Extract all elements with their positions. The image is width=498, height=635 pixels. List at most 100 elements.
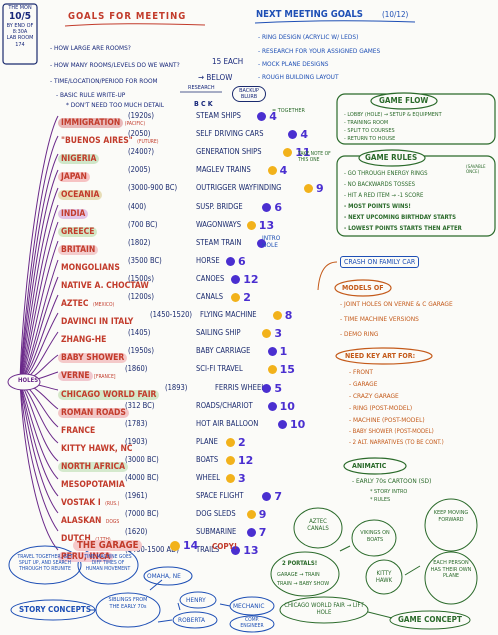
room-number: 6 xyxy=(274,200,283,214)
room-place: FRANCE xyxy=(61,425,96,436)
animatic-title: ANIMATIC xyxy=(352,462,387,470)
room-era: (3000-900 BC) xyxy=(128,183,178,193)
room-place: NORTH AFRICA xyxy=(58,461,129,472)
room-era: (3000 BC) xyxy=(125,454,159,464)
room-place: AZTEC xyxy=(61,299,89,309)
key-art-1: - FRONT xyxy=(349,368,373,376)
concept-bubble-6: TRAIN → BABY SHOW xyxy=(277,581,330,587)
room-era: (1903) xyxy=(125,436,148,446)
date-label: THE MON xyxy=(8,5,32,11)
room-era: (1620) xyxy=(125,527,148,537)
room-era: (1961) xyxy=(125,491,148,501)
room-marker-dot xyxy=(246,510,256,520)
room-marker-dot xyxy=(267,166,277,176)
key-art-2: - GARAGE xyxy=(349,380,378,388)
models-title: MODELS OF xyxy=(342,284,384,292)
room-era: (1893) xyxy=(165,382,188,392)
room-theme: FLYING MACHINE xyxy=(200,310,257,320)
room-row: INDIA xyxy=(58,201,89,220)
garage-dot xyxy=(170,541,180,551)
room-number: 7 xyxy=(274,490,283,504)
room-marker-dot xyxy=(257,238,267,248)
next-goals-date: (10/12) xyxy=(382,10,409,19)
animatic-item-2: * STORY INTRO xyxy=(370,489,408,495)
goal-bullet-1: - HOW LARGE ARE ROOMS? xyxy=(50,44,131,52)
story-bubble-7: ROBERTA xyxy=(178,616,206,624)
room-era: (4000 BC) xyxy=(125,473,159,482)
room-sub: (PACIFIC) xyxy=(123,121,146,127)
room-theme: WAGONWAYS xyxy=(196,219,242,229)
key-art-title: NEED KEY ART FOR: xyxy=(345,352,416,360)
model-item-3: - DEMO RING xyxy=(340,330,379,338)
room-marker-dot xyxy=(226,455,235,465)
room-place: BABY SHOWER xyxy=(58,353,128,364)
bck-label: B C K xyxy=(194,100,213,108)
room-number: 4 xyxy=(279,164,288,178)
take-note-note: TAKE NOTE OF THIS ONE xyxy=(298,151,331,163)
key-art-4: - RING (POST-MODEL) xyxy=(349,404,413,412)
intro-hole-note: INTRO HOLE xyxy=(262,234,281,250)
room-number: 4 xyxy=(269,110,277,123)
room-era: (1802) xyxy=(128,237,151,247)
room-number: 7 xyxy=(258,526,267,540)
room-number: 9 xyxy=(316,182,324,196)
room-theme: SAILING SHIP xyxy=(196,328,241,338)
room-row: CHICAGO WORLD FAIR xyxy=(58,382,160,401)
goal-bullet-2: - HOW MANY ROOMS/LEVELS DO WE WANT? xyxy=(50,61,180,69)
concept-bubble-5: GARAGE → TRAIN xyxy=(277,572,320,578)
room-row: NIGERIA xyxy=(58,146,100,165)
concept-bubble-4: 2 PORTALS! xyxy=(282,560,318,567)
room-place: VOSTAK I xyxy=(61,498,101,509)
room-theme: SELF DRIVING CARS xyxy=(196,129,264,139)
room-row: AZTEC (MEXICO) xyxy=(58,291,114,310)
room-row: OCEANIA xyxy=(58,182,103,201)
room-row: DAVINCI IN ITALY xyxy=(58,309,136,328)
room-row: VERNE [FRANCE] xyxy=(58,363,116,382)
room-marker-dot xyxy=(283,148,293,158)
room-place: OCEANIA xyxy=(58,190,103,201)
animatic-item-3: * RULES xyxy=(370,497,391,503)
garage-number: 14 xyxy=(183,539,199,552)
room-place: "BUENOS AIRES" xyxy=(61,136,133,147)
room-number: 2 xyxy=(243,291,251,304)
below-text: BELOW xyxy=(206,73,233,82)
room-theme: WHEEL xyxy=(196,473,221,482)
rooms-answer: 15 EACH xyxy=(212,57,244,66)
room-row: NATIVE A. CHOCTAW xyxy=(58,273,152,292)
room-row: ZHANG-HE xyxy=(58,327,109,346)
story-bubble-8: COMP. ENGINEER xyxy=(240,617,264,629)
room-era: (1950s) xyxy=(128,346,154,356)
room-theme: TRAILS xyxy=(196,545,220,555)
story-bubble-1: TRAVEL TOGETHER, GET SPLIT UP, AND SEARC… xyxy=(17,554,73,572)
room-place: MESOPOTAMIA xyxy=(61,480,125,490)
room-number: 15 xyxy=(279,363,295,377)
crash-note: CRASH ON FAMILY CAR xyxy=(340,256,420,268)
room-row: PERU, INCA xyxy=(58,544,114,563)
room-row: NORTH AFRICA xyxy=(58,454,129,473)
room-era: (2050) xyxy=(128,129,151,139)
room-row: KITTY HAWK, NC xyxy=(58,436,135,455)
room-marker-dot xyxy=(246,528,256,538)
game-rules-title: GAME RULES xyxy=(365,153,418,162)
room-marker-dot xyxy=(226,256,235,266)
room-era: (1450-1520) xyxy=(150,310,193,320)
room-row: IMMIGRATION (PACIFIC) xyxy=(58,110,145,129)
room-row: FRANCE xyxy=(58,418,98,437)
room-era: (7000 BC) xyxy=(125,509,159,519)
key-art-3: - CRAZY GARAGE xyxy=(349,392,399,400)
room-theme: OUTRIGGER WAYFINDING xyxy=(196,183,282,193)
concept-bubble-3: KEEP MOVING FORWARD xyxy=(433,510,469,523)
goal-bullet-5: * DON'T NEED TOO MUCH DETAIL xyxy=(66,101,164,109)
model-item-2: - TIME MACHINE VERSIONS xyxy=(340,315,419,323)
room-sub: [FRANCE] xyxy=(92,374,116,381)
backup-blurb: BACKUP BLURB xyxy=(232,86,266,102)
room-number: 13 xyxy=(243,544,259,558)
room-number: 6 xyxy=(238,254,246,268)
date-by-end: BY END OF xyxy=(6,22,34,29)
room-row: JAPAN xyxy=(58,164,90,183)
room-marker-dot xyxy=(226,474,235,483)
room-number: 12 xyxy=(243,272,259,286)
date-value: 10/5 xyxy=(8,11,32,23)
rule-note: (SAVABLE ONCE) xyxy=(466,165,486,175)
